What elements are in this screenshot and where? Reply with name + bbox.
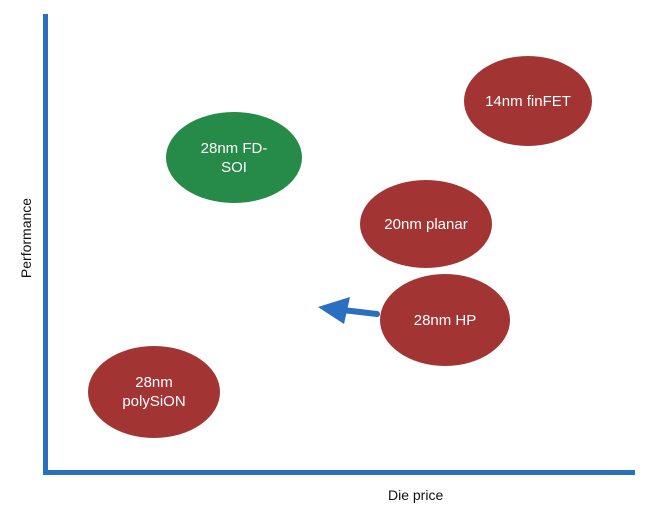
arrow-left-icon	[318, 297, 380, 324]
x-axis-label: Die price	[388, 487, 444, 503]
y-axis-label: Performance	[18, 197, 34, 279]
node-label: 28nm HP	[413, 311, 477, 329]
node-28nm-hp: 28nm HP	[380, 274, 510, 366]
y-axis	[43, 14, 48, 475]
node-label: 20nm planar	[384, 215, 468, 233]
x-axis	[43, 470, 635, 475]
arrow-head	[318, 297, 350, 324]
node-28nm-fdsoi: 28nm FD-SOI	[166, 112, 302, 203]
node-20nm-planar: 20nm planar	[360, 180, 492, 268]
node-28nm-polysion: 28nm polySiON	[88, 346, 220, 438]
node-label: 14nm finFET	[485, 92, 571, 110]
node-label: 28nm FD-SOI	[200, 139, 268, 176]
node-14nm-finfet: 14nm finFET	[464, 56, 592, 146]
node-label: 28nm polySiON	[122, 374, 186, 410]
